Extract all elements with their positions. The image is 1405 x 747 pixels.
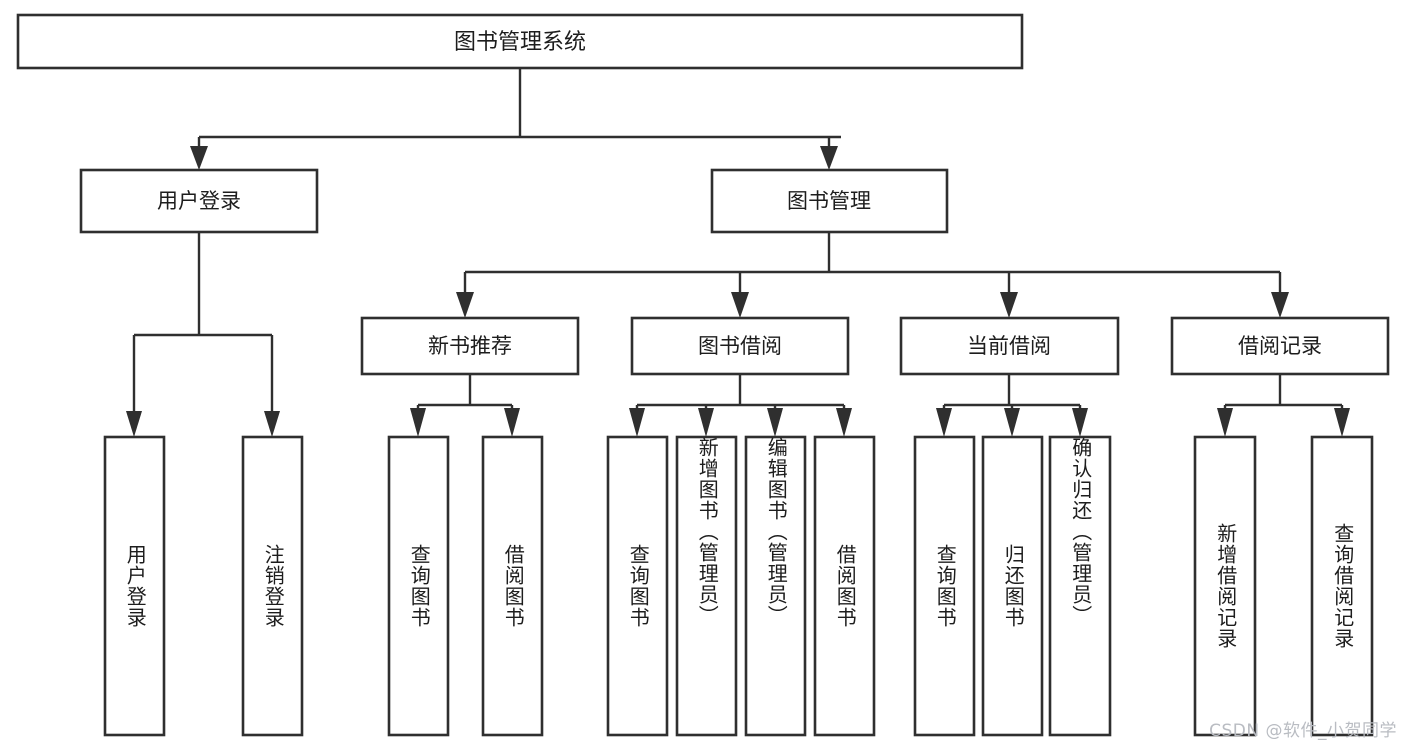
node-current-borrow[interactable]: 当前借阅 (899, 316, 1120, 376)
connector-currentborrow-to-leaves (936, 374, 1088, 437)
node-root[interactable]: 图书管理系统 (16, 13, 1024, 70)
leaf-box-query-book-rec[interactable] (387, 435, 450, 737)
arrow-to-borrow-record (1271, 292, 1289, 318)
arrow-to-new-book-rec (456, 292, 474, 318)
connector-root-to-level2 (190, 68, 841, 170)
leaf-box-query-book-brw[interactable] (606, 435, 669, 737)
node-current-borrow-box[interactable] (899, 316, 1120, 376)
connector-bookborrow-to-leaves (629, 374, 852, 437)
connector-newbook-to-leaves (410, 374, 520, 437)
leaf-box-confirm-return[interactable] (1048, 435, 1112, 737)
arrow-to-book-manage (820, 146, 838, 170)
node-root-label: 图书管理系统 (454, 30, 586, 55)
connector-userlogin-to-leaves (126, 232, 280, 437)
node-borrow-record-box[interactable] (1170, 316, 1390, 376)
node-user-login-label: 用户登录 (157, 189, 241, 213)
leaf-box-add-book[interactable] (675, 435, 738, 737)
node-user-login-box[interactable] (79, 168, 319, 234)
leaf-box-logout[interactable] (241, 435, 304, 737)
leaf-box-borrow-book-rec[interactable] (481, 435, 544, 737)
leaf-box-edit-book[interactable] (744, 435, 807, 737)
node-borrow-record-label: 借阅记录 (1238, 334, 1322, 358)
leaf-box-add-record[interactable] (1193, 435, 1257, 737)
node-new-book-rec-label: 新书推荐 (428, 334, 512, 358)
leaf-box-borrow-book-brw[interactable] (813, 435, 876, 737)
node-new-book-rec-box[interactable] (360, 316, 580, 376)
connector-borrowrecord-to-leaves (1217, 374, 1350, 437)
csdn-watermark: CSDN @软件_小贺同学 (1209, 721, 1397, 741)
node-borrow-record[interactable]: 借阅记录 (1170, 316, 1390, 376)
node-book-manage-box[interactable] (710, 168, 949, 234)
node-user-login[interactable]: 用户登录 (79, 168, 319, 234)
arrow-to-book-borrow (731, 292, 749, 318)
connector-bookmanage-to-level3 (456, 232, 1289, 318)
node-current-borrow-label: 当前借阅 (967, 334, 1051, 358)
leaf-box-return-book[interactable] (981, 435, 1044, 737)
arrow-to-current-borrow (1000, 292, 1018, 318)
leaf-box-query-book-cur[interactable] (913, 435, 976, 737)
node-book-borrow-box[interactable] (630, 316, 850, 376)
leaf-box-query-record[interactable] (1310, 435, 1374, 737)
leaf-boxes (103, 435, 1374, 737)
node-book-manage[interactable]: 图书管理 (710, 168, 949, 234)
node-root-box[interactable] (16, 13, 1024, 70)
node-book-borrow[interactable]: 图书借阅 (630, 316, 850, 376)
leaf-box-user-login[interactable] (103, 435, 166, 737)
node-book-borrow-label: 图书借阅 (698, 334, 782, 358)
node-new-book-rec[interactable]: 新书推荐 (360, 316, 580, 376)
arrow-to-user-login (190, 146, 208, 170)
node-book-manage-label: 图书管理 (787, 189, 871, 213)
